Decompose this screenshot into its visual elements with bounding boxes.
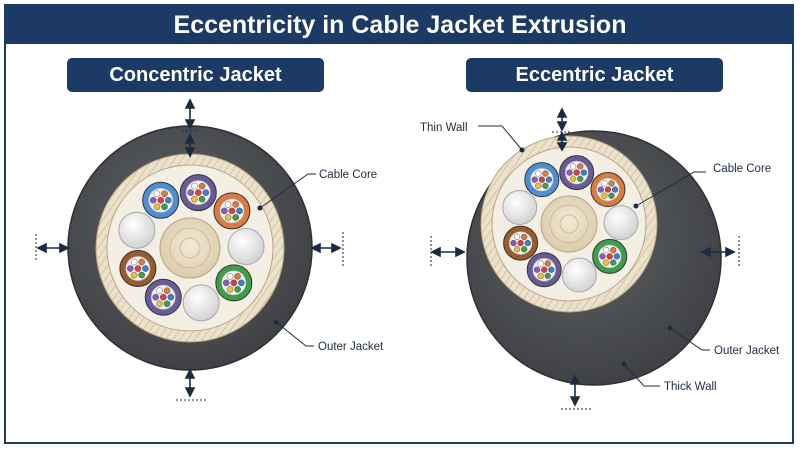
filler-rod <box>182 284 220 322</box>
eccentric-wall-arrows <box>430 107 740 410</box>
concentric-jacket-heading: Concentric Jacket <box>67 58 324 92</box>
filler-rod <box>227 228 265 266</box>
filler-rod <box>118 211 156 249</box>
cable-core-label: Cable Core <box>319 169 377 181</box>
eccentric-cable <box>466 130 722 386</box>
cable-core <box>502 155 639 293</box>
outer-jacket-label: Outer Jacket <box>714 345 780 357</box>
central-strength-member <box>540 195 598 253</box>
fiber-subunit-green <box>215 264 253 302</box>
fiber-subunit-violet <box>144 278 182 316</box>
fiber-subunit-green <box>592 238 628 274</box>
fiber-subunit-blue <box>142 181 180 219</box>
fiber-subunit-brown <box>119 250 157 288</box>
fiber-subunit-blue <box>524 162 560 198</box>
thick-wall-label: Thick Wall <box>664 381 717 393</box>
fiber-subunit-orange <box>590 172 626 208</box>
page-title: Eccentricity in Cable Jacket Extrusion <box>6 6 794 44</box>
concentric-wall-arrows <box>35 98 344 401</box>
outer-jacket-label: Outer Jacket <box>318 341 384 353</box>
fiber-subunit-brown <box>503 225 539 261</box>
eccentric-jacket-heading: Eccentric Jacket <box>466 58 723 92</box>
cable-core <box>118 174 265 322</box>
filler-rod <box>603 205 639 241</box>
cable-core-label: Cable Core <box>713 163 771 175</box>
filler-rod <box>561 257 597 293</box>
filler-rod <box>502 190 538 226</box>
fiber-subunit-violet <box>526 252 562 288</box>
fiber-subunit-violet <box>559 155 595 191</box>
thin-wall-label: Thin Wall <box>420 122 468 134</box>
concentric-cable <box>67 125 313 371</box>
central-strength-member <box>159 217 221 279</box>
fiber-subunit-orange <box>213 192 251 230</box>
eccentric-callouts: Thin Wall Cable Core Outer Jacket Thick … <box>420 122 780 393</box>
concentric-callouts: Cable Core Outer Jacket <box>257 169 384 353</box>
fiber-subunit-violet <box>179 174 217 212</box>
